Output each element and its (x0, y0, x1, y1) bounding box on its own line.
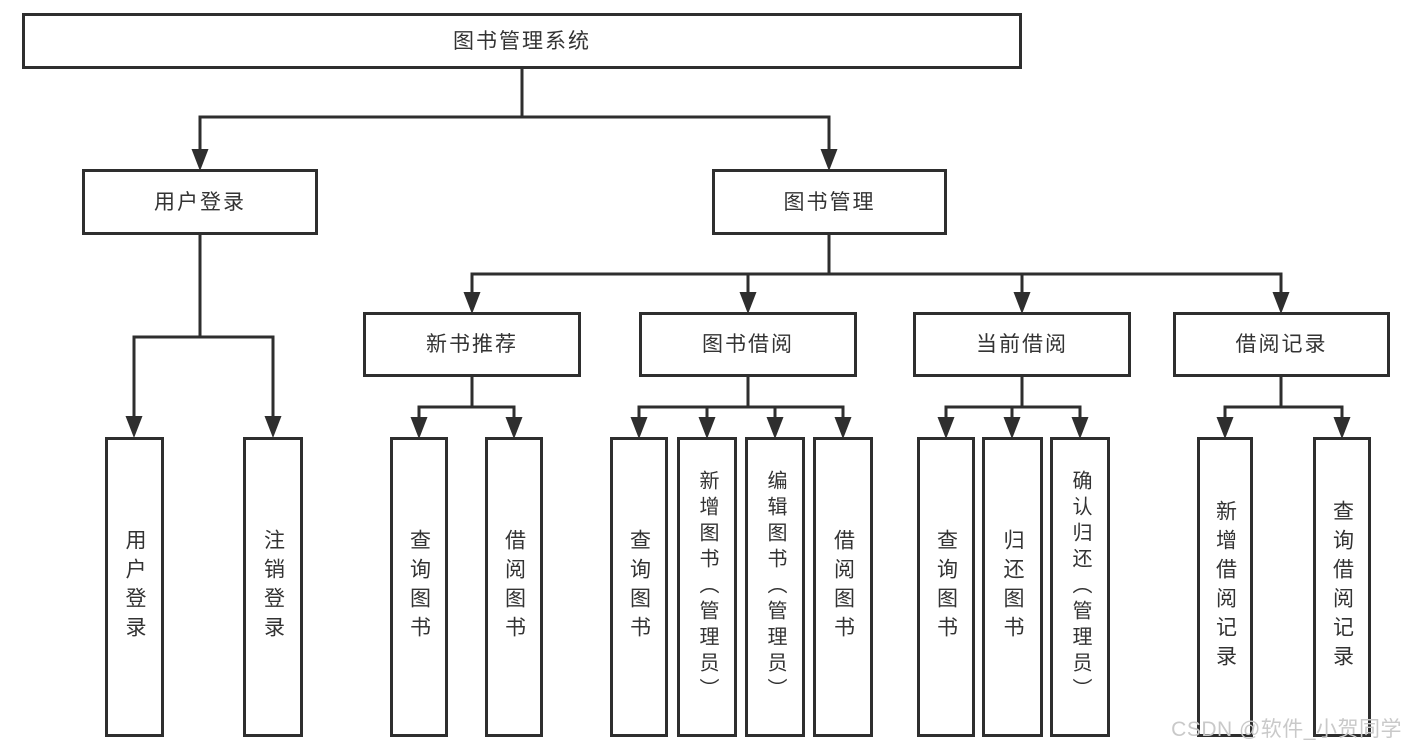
csdn-watermark: CSDN @软件_小贺同学 (1171, 718, 1402, 741)
node-leaf-add-borrow-record: 新增借阅记录 (1197, 437, 1253, 737)
node-leaf-query-books-current: 查询图书 (917, 437, 975, 737)
node-leaf-logout: 注销登录 (243, 437, 303, 737)
node-leaf-borrow-books-recommend: 借阅图书 (485, 437, 543, 737)
node-book-borrowing: 图书借阅 (639, 312, 857, 377)
node-leaf-confirm-return-admin: 确认归还（管理员） (1050, 437, 1110, 737)
node-leaf-add-book-admin: 新增图书（管理员） (677, 437, 737, 737)
node-leaf-query-books-recommend: 查询图书 (390, 437, 448, 737)
node-book-management-branch: 图书管理 (712, 169, 947, 235)
node-current-borrowing: 当前借阅 (913, 312, 1131, 377)
node-root-system: 图书管理系统 (22, 13, 1022, 69)
node-user-login-branch: 用户登录 (82, 169, 318, 235)
node-leaf-user-login: 用户登录 (105, 437, 164, 737)
node-leaf-return-book: 归还图书 (982, 437, 1043, 737)
node-leaf-borrow-books: 借阅图书 (813, 437, 873, 737)
node-borrowing-records: 借阅记录 (1173, 312, 1390, 377)
node-leaf-query-books-borrow: 查询图书 (610, 437, 668, 737)
node-leaf-query-borrow-record: 查询借阅记录 (1313, 437, 1371, 737)
node-leaf-edit-book-admin: 编辑图书（管理员） (745, 437, 805, 737)
node-new-book-recommend: 新书推荐 (363, 312, 581, 377)
